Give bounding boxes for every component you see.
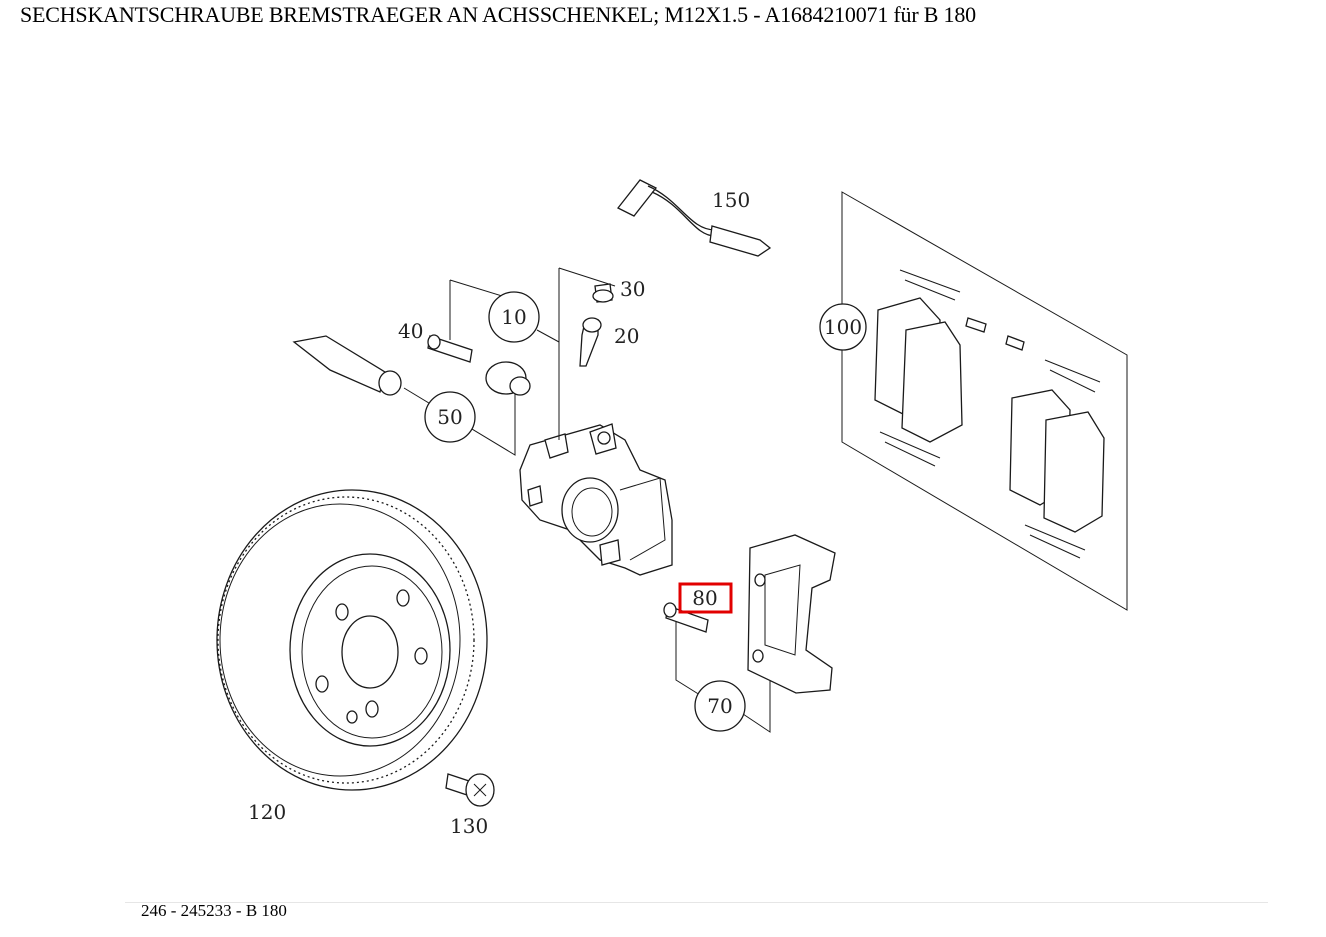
label-40[interactable]: 40 (398, 319, 423, 343)
label-20[interactable]: 20 (614, 324, 639, 348)
footer-model-code: 246 - 245233 - B 180 (141, 901, 287, 920)
footer-divider (125, 902, 1268, 903)
grease-tube[interactable] (292, 335, 402, 396)
hex-bolt[interactable] (663, 602, 709, 633)
svg-text:70: 70 (707, 694, 732, 718)
brake-disc[interactable] (216, 489, 488, 791)
callout-100[interactable]: 100 (819, 303, 867, 351)
callout-50[interactable]: 50 (424, 391, 476, 443)
page-title: SECHSKANTSCHRAUBE BREMSTRAEGER AN ACHSSC… (20, 2, 976, 27)
label-120[interactable]: 120 (248, 800, 286, 824)
brake-caliper[interactable] (519, 423, 673, 576)
highlighted-callout-80[interactable]: 80 (678, 582, 733, 614)
bleed-cap[interactable] (592, 283, 614, 303)
label-30[interactable]: 30 (620, 277, 645, 301)
svg-text:50: 50 (437, 405, 462, 429)
svg-text:100: 100 (824, 315, 862, 339)
callout-frame-70 (675, 620, 771, 733)
callout-10[interactable]: 10 (488, 291, 540, 343)
bleed-screw[interactable] (579, 317, 602, 367)
svg-text:10: 10 (501, 305, 526, 329)
guide-pin[interactable] (427, 334, 473, 363)
label-150[interactable]: 150 (712, 188, 750, 212)
dust-boot[interactable] (485, 361, 531, 396)
callout-70[interactable]: 70 (694, 680, 746, 732)
brake-pad-set[interactable] (874, 269, 1105, 559)
label-130[interactable]: 130 (450, 814, 488, 838)
pad-kit-frame (841, 191, 1128, 611)
caliper-carrier[interactable] (747, 534, 836, 694)
wear-sensor[interactable] (616, 179, 772, 257)
svg-text:80: 80 (692, 586, 717, 610)
disc-screw[interactable] (445, 773, 495, 807)
